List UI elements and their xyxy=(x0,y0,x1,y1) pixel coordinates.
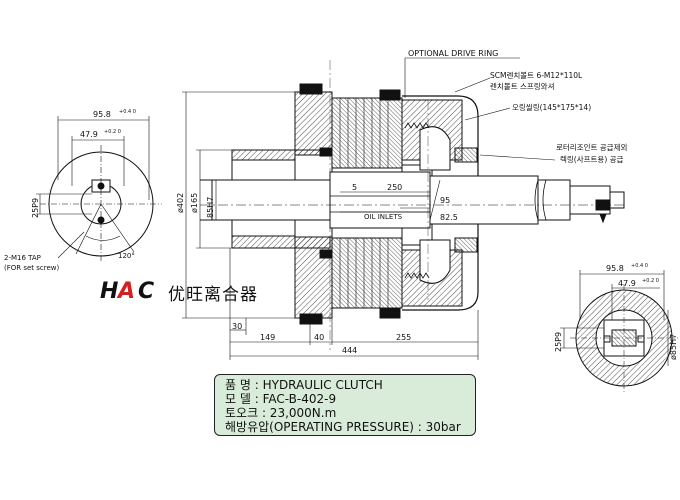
dim-right-47-9-tol: +0.2 0 xyxy=(642,278,659,284)
spec-name-value: : HYDRAULIC CLUTCH xyxy=(254,378,383,392)
spec-name-label: 품 명 xyxy=(225,378,251,392)
svg-text:C: C xyxy=(138,279,154,301)
dim-left-47-9: 47.9 xyxy=(80,130,98,139)
svg-text:A: A xyxy=(116,279,135,301)
main-dimension-lines xyxy=(182,57,556,360)
dim-right-85h7: ø85H7 xyxy=(669,334,678,360)
dim-phi165: ø165 xyxy=(190,193,199,213)
dim-5: 5 xyxy=(352,183,357,192)
spec-torque-label: 토오크 xyxy=(225,406,259,420)
spec-pressure-row: 해방유압(OPERATING PRESSURE) : 30bar xyxy=(225,420,465,434)
label-rotary-2: 렉링(사프트용) 공급 xyxy=(560,154,624,164)
dim-right-95-8-tol: +0.4 0 xyxy=(631,263,648,269)
dim-left-25p9: 25P9 xyxy=(31,198,40,218)
spec-torque-value: : 23,000N.m xyxy=(261,406,337,420)
dim-30: 30 xyxy=(232,322,242,331)
dim-right-95-8: 95.8 xyxy=(606,264,624,273)
logo-chinese: 优旺离合器 xyxy=(168,285,258,305)
main-section-view xyxy=(200,60,625,350)
spec-box: 품 명 : HYDRAULIC CLUTCH 모 델 : FAC-B-402-9… xyxy=(214,374,476,436)
dim-40: 40 xyxy=(314,333,324,342)
label-optional-drive-ring: OPTIONAL DRIVE RING xyxy=(408,49,498,58)
label-oring: 오링씰링(145*175*14) xyxy=(512,102,591,112)
label-oil-inlets: OIL INLETS xyxy=(364,213,403,221)
dim-85h7: 85H7 xyxy=(206,197,215,218)
svg-text:H: H xyxy=(100,279,118,301)
dim-95: 95 xyxy=(440,196,450,205)
dim-left-47-9-tol: +0.2 0 xyxy=(104,129,121,135)
dim-444: 444 xyxy=(342,346,357,355)
label-scm-bolt-2: 렌치볼트 스프링와셔 xyxy=(490,81,554,91)
label-scm-bolt-1: SCM렌치볼트 6-M12*110L xyxy=(490,70,583,80)
spec-model-label: 모 델 xyxy=(225,392,251,406)
spec-model-value: : FAC-B-402-9 xyxy=(254,392,337,406)
left-end-view xyxy=(36,116,162,262)
spec-name-row: 품 명 : HYDRAULIC CLUTCH xyxy=(225,378,465,392)
dim-255: 255 xyxy=(396,333,411,342)
spec-pressure-label: 해방유압 xyxy=(225,420,270,434)
spec-torque-row: 토오크 : 23,000N.m xyxy=(225,406,465,420)
dim-left-95-8: 95.8 xyxy=(93,110,111,119)
dim-149: 149 xyxy=(260,333,275,342)
dim-250: 250 xyxy=(387,183,402,192)
dim-left-95-8-tol: +0.4 0 xyxy=(119,109,136,115)
dim-82-5: 82.5 xyxy=(440,213,458,222)
label-tap-line2: (FOR set screw) xyxy=(4,264,60,272)
label-angle: 120° xyxy=(118,252,135,260)
label-tap-line1: 2-M16 TAP xyxy=(4,254,41,262)
right-end-view xyxy=(560,270,678,392)
dim-phi402: ø402 xyxy=(176,193,185,213)
hac-logo: H A C xyxy=(100,279,154,301)
spec-model-row: 모 델 : FAC-B-402-9 xyxy=(225,392,465,406)
label-rotary-1: 로터리조인트 공급제외 xyxy=(556,142,627,152)
dim-right-47-9: 47.9 xyxy=(618,279,636,288)
dim-right-25p9: 25P9 xyxy=(554,332,563,352)
spec-pressure-value: (OPERATING PRESSURE) : 30bar xyxy=(269,420,461,434)
